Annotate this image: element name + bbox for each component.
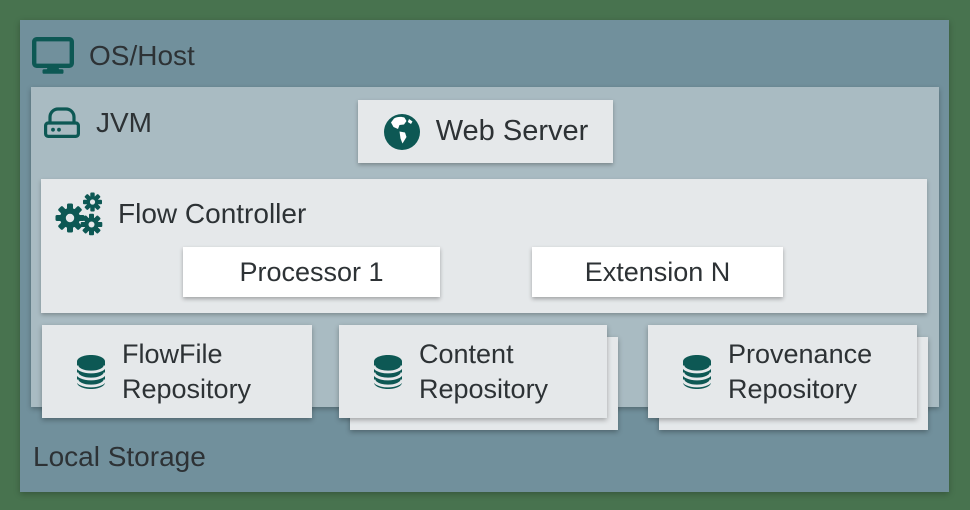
content-repository-label: Content Repository [419,338,549,404]
web-server-label: Web Server [435,115,589,147]
monitor-icon [32,37,74,74]
os-host-layer: OS/Host JVM Web Server [20,20,949,492]
flow-controller-header: Flow Controller [54,191,306,237]
flow-controller-box: Flow Controller Processor 1 Extension N [41,179,927,313]
database-icon [682,354,712,389]
globe-icon [383,113,420,150]
jvm-label: JVM [96,107,152,138]
content-repository-card: Content Repository [339,325,618,430]
provenance-repository-card: Provenance Repository [648,325,928,430]
flow-controller-label: Flow Controller [118,198,307,229]
os-host-label: OS/Host [89,40,195,71]
flowfile-repository-label: FlowFile Repository [122,338,252,404]
database-icon [76,354,106,389]
jvm-header: JVM [43,105,152,141]
processor-box: Processor 1 [183,247,440,297]
provenance-repository-label: Provenance Repository [728,338,873,404]
gears-icon [55,192,103,236]
drive-icon [43,107,80,138]
processor-label: Processor 1 [239,256,384,287]
os-host-header: OS/Host [32,36,195,76]
extension-box: Extension N [532,247,783,297]
local-storage-label: Local Storage [33,441,206,472]
flowfile-repository-card: FlowFile Repository [42,325,312,418]
extension-label: Extension N [584,256,731,287]
web-server-box: Web Server [358,100,613,163]
database-icon [373,354,403,389]
